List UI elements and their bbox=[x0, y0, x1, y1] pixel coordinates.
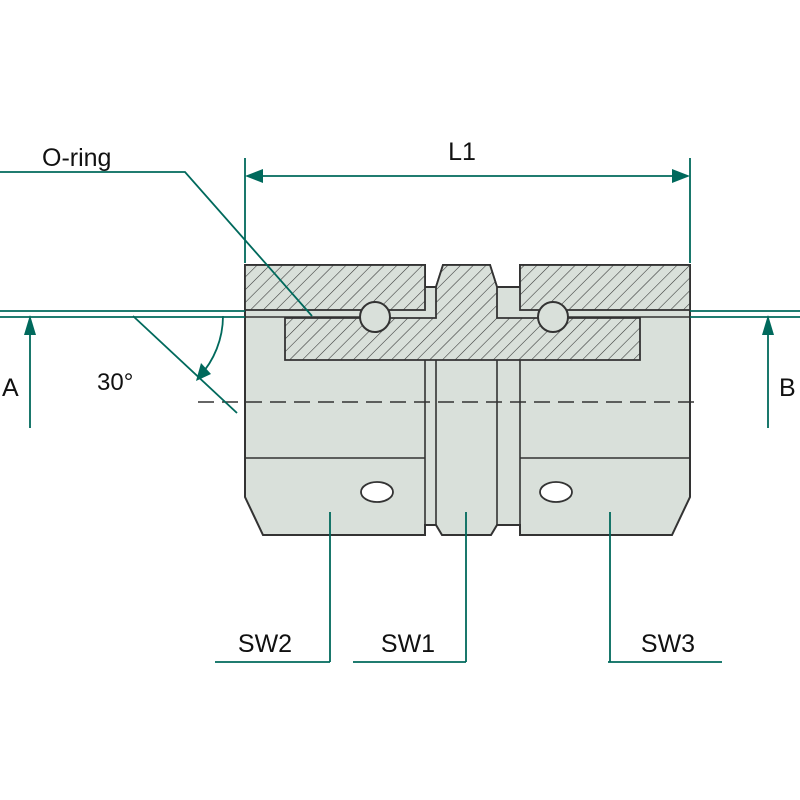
cone-angle-line bbox=[132, 315, 238, 414]
port-b-arrowhead bbox=[762, 315, 774, 335]
left-nut-section-hatch bbox=[244, 264, 426, 311]
annotation-arrowheads bbox=[24, 169, 774, 381]
sw1-label: SW1 bbox=[381, 630, 435, 658]
right-nut-hole bbox=[539, 481, 573, 503]
o-ring-left bbox=[359, 301, 391, 333]
port-a-arrowhead bbox=[24, 315, 36, 335]
o-ring-label: O-ring bbox=[42, 144, 111, 172]
internal-edges bbox=[245, 316, 690, 525]
left-nut-hole bbox=[360, 481, 394, 503]
cone-angle-arrowhead bbox=[196, 363, 211, 381]
sw3-label: SW3 bbox=[641, 630, 695, 658]
l1-arrowhead-right bbox=[672, 169, 690, 183]
sw2-label: SW2 bbox=[238, 630, 292, 658]
l1-label: L1 bbox=[448, 138, 476, 166]
l1-arrowhead-left bbox=[245, 169, 263, 183]
adapter-body-section-hatch bbox=[284, 264, 641, 361]
annotation-lines bbox=[0, 158, 800, 663]
o-ring-right bbox=[537, 301, 569, 333]
cone-angle-label: 30° bbox=[97, 369, 133, 396]
port-b-label: B bbox=[779, 374, 796, 402]
port-a-label: A bbox=[2, 374, 19, 402]
o-ring-leader-line bbox=[0, 171, 313, 317]
